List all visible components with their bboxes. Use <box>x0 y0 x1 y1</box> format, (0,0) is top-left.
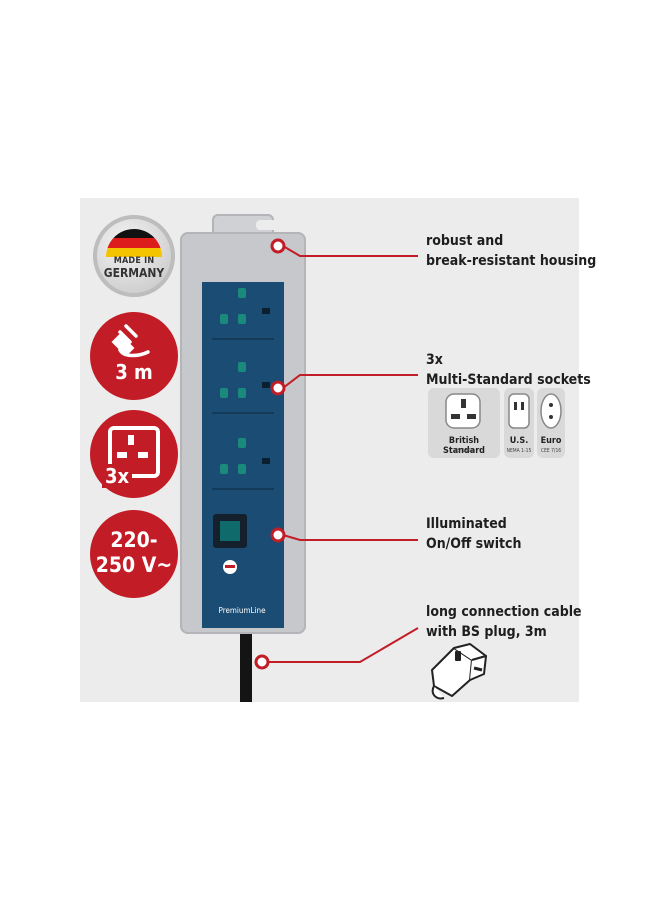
socket-count-badge: 3x <box>90 410 178 498</box>
cable-length-badge: 3 m <box>90 312 178 400</box>
standard-card-euro: Euro CEE 7/16 <box>537 388 565 458</box>
plug-cable-icon <box>111 324 150 358</box>
sockets-marker <box>270 380 286 396</box>
socket-outline-icon <box>108 426 160 478</box>
socket-faceplate <box>202 282 284 628</box>
cable-length-value: 3 m <box>115 360 153 384</box>
socket <box>212 432 274 490</box>
standard-card-uk: British Standard BS 1363 <box>428 388 500 458</box>
german-flag-icon <box>106 229 162 257</box>
voltage-badge: 220- 250 V~ <box>90 510 178 598</box>
cable-marker <box>254 654 270 670</box>
germany-label: GERMANY <box>103 266 165 280</box>
brand-line-logo: PremiumLine <box>218 606 266 615</box>
socket-count-value: 3x <box>102 464 133 488</box>
socket <box>212 356 274 414</box>
power-cable <box>240 634 252 702</box>
switch-marker <box>270 527 286 543</box>
voltage-line1: 220- <box>110 528 158 552</box>
power-strip: PremiumLine <box>180 214 306 634</box>
us-socket-icon <box>508 393 530 429</box>
standard-card-us: U.S. NEMA 1-15 <box>504 388 534 458</box>
socket <box>212 282 274 340</box>
on-off-switch[interactable] <box>213 514 247 548</box>
made-in-label: MADE IN <box>113 256 155 266</box>
housing-marker <box>270 238 286 254</box>
uk-socket-icon <box>445 393 481 429</box>
brand-seal-icon <box>223 560 237 574</box>
voltage-line2: 250 V~ <box>95 553 173 577</box>
euro-socket-icon <box>540 393 562 429</box>
bs-plug-icon <box>431 643 487 700</box>
